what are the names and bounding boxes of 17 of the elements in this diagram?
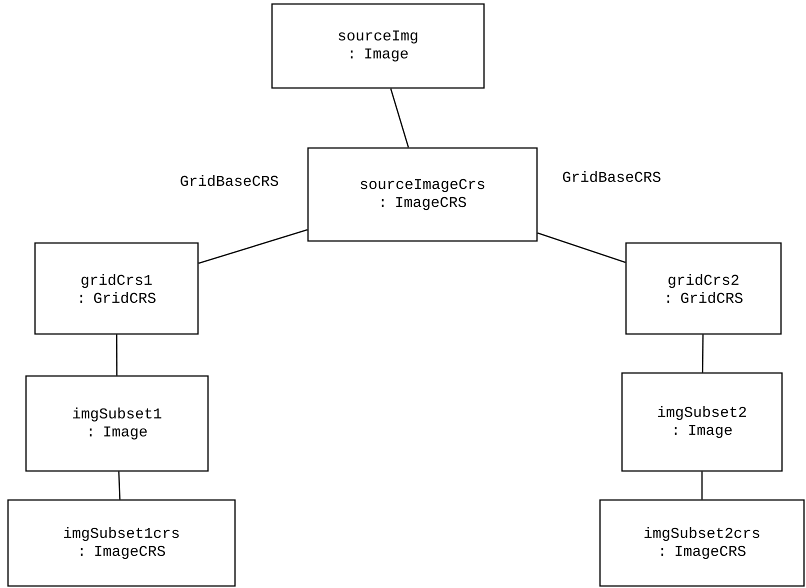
- connector-line: [116, 334, 118, 376]
- edge-label: GridBaseCRS: [178, 174, 280, 188]
- class-box: gridCrs1 : GridCRS: [34, 242, 199, 335]
- connector-line: [198, 229, 308, 264]
- connector-line: [118, 472, 121, 500]
- class-box: sourceImageCrs : ImageCRS: [307, 147, 538, 242]
- class-box: imgSubset1 : Image: [25, 375, 209, 472]
- class-box: imgSubset2 : Image: [621, 372, 783, 472]
- connector-line: [701, 472, 703, 500]
- class-box: imgSubset1crs : ImageCRS: [7, 499, 236, 587]
- connector-line: [537, 232, 626, 263]
- connector-line: [390, 88, 409, 148]
- class-box: gridCrs2 : GridCRS: [625, 242, 782, 335]
- class-box: sourceImg : Image: [271, 3, 485, 89]
- connector-line: [702, 334, 704, 372]
- class-box: imgSubset2crs : ImageCRS: [599, 499, 805, 587]
- edge-label: GridBaseCRS: [561, 170, 662, 184]
